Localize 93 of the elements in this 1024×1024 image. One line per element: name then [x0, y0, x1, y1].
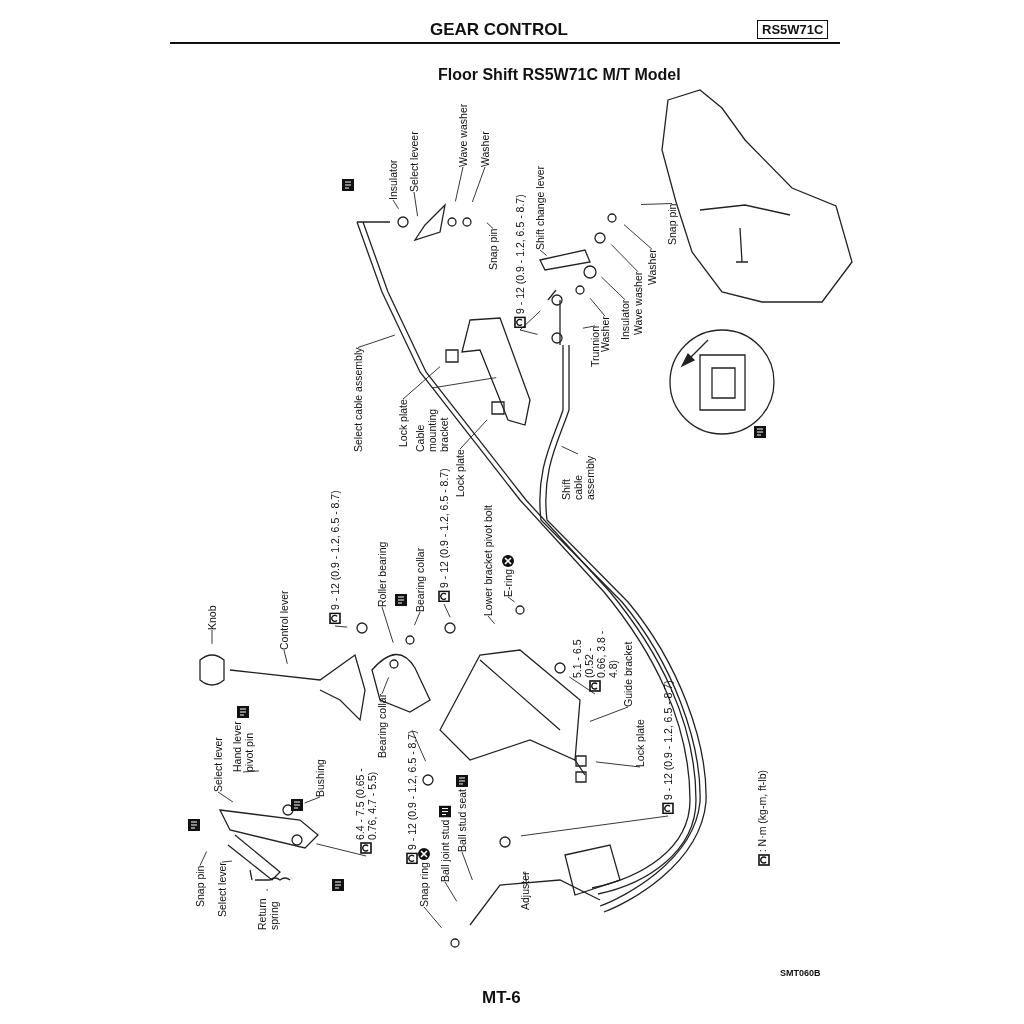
part-label: Hand lever pivot pin	[231, 720, 255, 772]
leader-line	[423, 906, 443, 929]
part-label: Wave washer	[457, 103, 469, 167]
leader-line	[459, 419, 488, 450]
legend-text: : N·m (kg-m, ft-lb)	[756, 770, 768, 853]
leader-line	[443, 603, 451, 618]
part-label: Snap ring	[418, 862, 430, 907]
leader-line	[402, 366, 441, 400]
leader-line	[357, 334, 396, 348]
leader-line	[304, 796, 321, 804]
part-label: Washer	[479, 131, 491, 167]
part-label: Select cable assembly	[352, 347, 364, 452]
part-label: Knob	[206, 605, 218, 630]
leader-line	[431, 377, 497, 389]
part-label: Washer	[646, 249, 658, 285]
part-label: Wave washer	[632, 271, 644, 335]
part-label: Snap pin	[666, 203, 678, 245]
leader-line	[589, 706, 629, 722]
leader-line	[539, 249, 548, 256]
leader-line	[520, 815, 669, 837]
part-label: Snap pin	[487, 228, 499, 270]
leader-line	[623, 224, 653, 250]
part-label: Lower bracket pivot bolt	[482, 505, 494, 616]
leader-line	[568, 676, 596, 695]
leader-line	[486, 222, 494, 229]
figure-code: SMT060B	[780, 968, 821, 978]
part-label: Trunnion	[589, 325, 601, 367]
leader-line	[471, 166, 486, 203]
torque-value: 9 - 12 (0.9 - 1.2, 6.5 - 8.7)	[514, 194, 526, 314]
torque-value: 5.1 - 6.5 (0.52 - 0.66, 3.8 - 4.8)	[571, 629, 619, 678]
leader-line	[640, 203, 673, 205]
leader-line	[413, 191, 419, 217]
torque-value: 9 - 12 (0.9 - 1.2, 6.5 - 8.7)	[329, 490, 341, 610]
part-label: Select leveer	[408, 131, 420, 192]
leader-line	[316, 843, 367, 857]
leader-line	[507, 596, 516, 603]
part-label: Shift cable assembly	[560, 454, 596, 500]
torque-value: 6.4 - 7.5 (0.65 - 0.76, 4.7 - 5.5)	[354, 767, 378, 840]
leader-line	[444, 881, 458, 902]
part-label: Guide bracket	[622, 641, 634, 707]
torque-value: 9 - 12 (0.9 - 1.2, 6.5 - 8.7)	[438, 468, 450, 588]
leader-line	[610, 243, 639, 273]
leader-line	[461, 851, 473, 881]
part-label: Control lever	[278, 590, 290, 650]
leader-line	[454, 166, 464, 202]
leader-line	[242, 770, 260, 773]
part-label: Adjuster	[519, 871, 531, 910]
leader-line	[334, 625, 348, 628]
part-label: Shift change lever	[534, 165, 546, 250]
part-label: Washer	[599, 316, 611, 352]
leader-line	[392, 199, 399, 210]
part-label: Ball joint stud	[439, 819, 451, 882]
leader-line	[381, 676, 390, 695]
part-label: E-ring	[502, 569, 514, 597]
leader-line	[582, 325, 596, 329]
part-label: Bearing collar	[414, 547, 426, 612]
model-code-badge: RS5W71C	[757, 20, 829, 39]
leader-line	[211, 629, 213, 645]
leader-line	[217, 791, 234, 803]
leader-line	[595, 761, 641, 768]
part-label: Select lever	[216, 862, 228, 917]
leader-line	[519, 329, 539, 335]
part-label: Snap pin	[194, 865, 206, 907]
leader-line	[283, 649, 288, 665]
part-label: Select lever	[212, 737, 224, 792]
part-label: Ball stud seat	[456, 788, 468, 852]
leader-line	[561, 445, 579, 455]
leader-line	[199, 851, 208, 866]
leader-line	[519, 310, 541, 331]
leader-line	[221, 860, 233, 863]
leader-line	[589, 297, 606, 317]
diagram-subtitle: Floor Shift RS5W71C M/T Model	[438, 66, 681, 84]
part-label: Insulator	[387, 159, 399, 200]
torque-value: 9 - 12 (0.9 - 1.2, 6.5 - 8.7)	[406, 730, 418, 850]
part-label: Cable mounting bracket	[414, 407, 450, 452]
part-label: Insulator	[619, 299, 631, 340]
torque-value: 9 - 12 (0.9 - 1.2, 6.5 - 8.7)	[662, 680, 674, 800]
part-label: Lock plate	[454, 449, 466, 497]
part-label: Lock plate	[397, 399, 409, 447]
leader-line	[265, 889, 269, 891]
leader-line	[381, 606, 394, 644]
leader-line	[524, 871, 528, 885]
part-label: Lock plate	[634, 719, 646, 767]
part-label: Bearing collar	[376, 693, 388, 758]
page-number: MT-6	[482, 988, 521, 1008]
leader-line	[487, 615, 496, 625]
part-label: Return spring	[256, 897, 280, 930]
part-label: Bushing	[314, 759, 326, 797]
leader-line	[601, 276, 626, 301]
page-title: GEAR CONTROL	[430, 20, 568, 40]
leader-line	[414, 611, 421, 626]
part-label: Roller bearing	[376, 541, 388, 607]
leader-line	[411, 729, 427, 762]
